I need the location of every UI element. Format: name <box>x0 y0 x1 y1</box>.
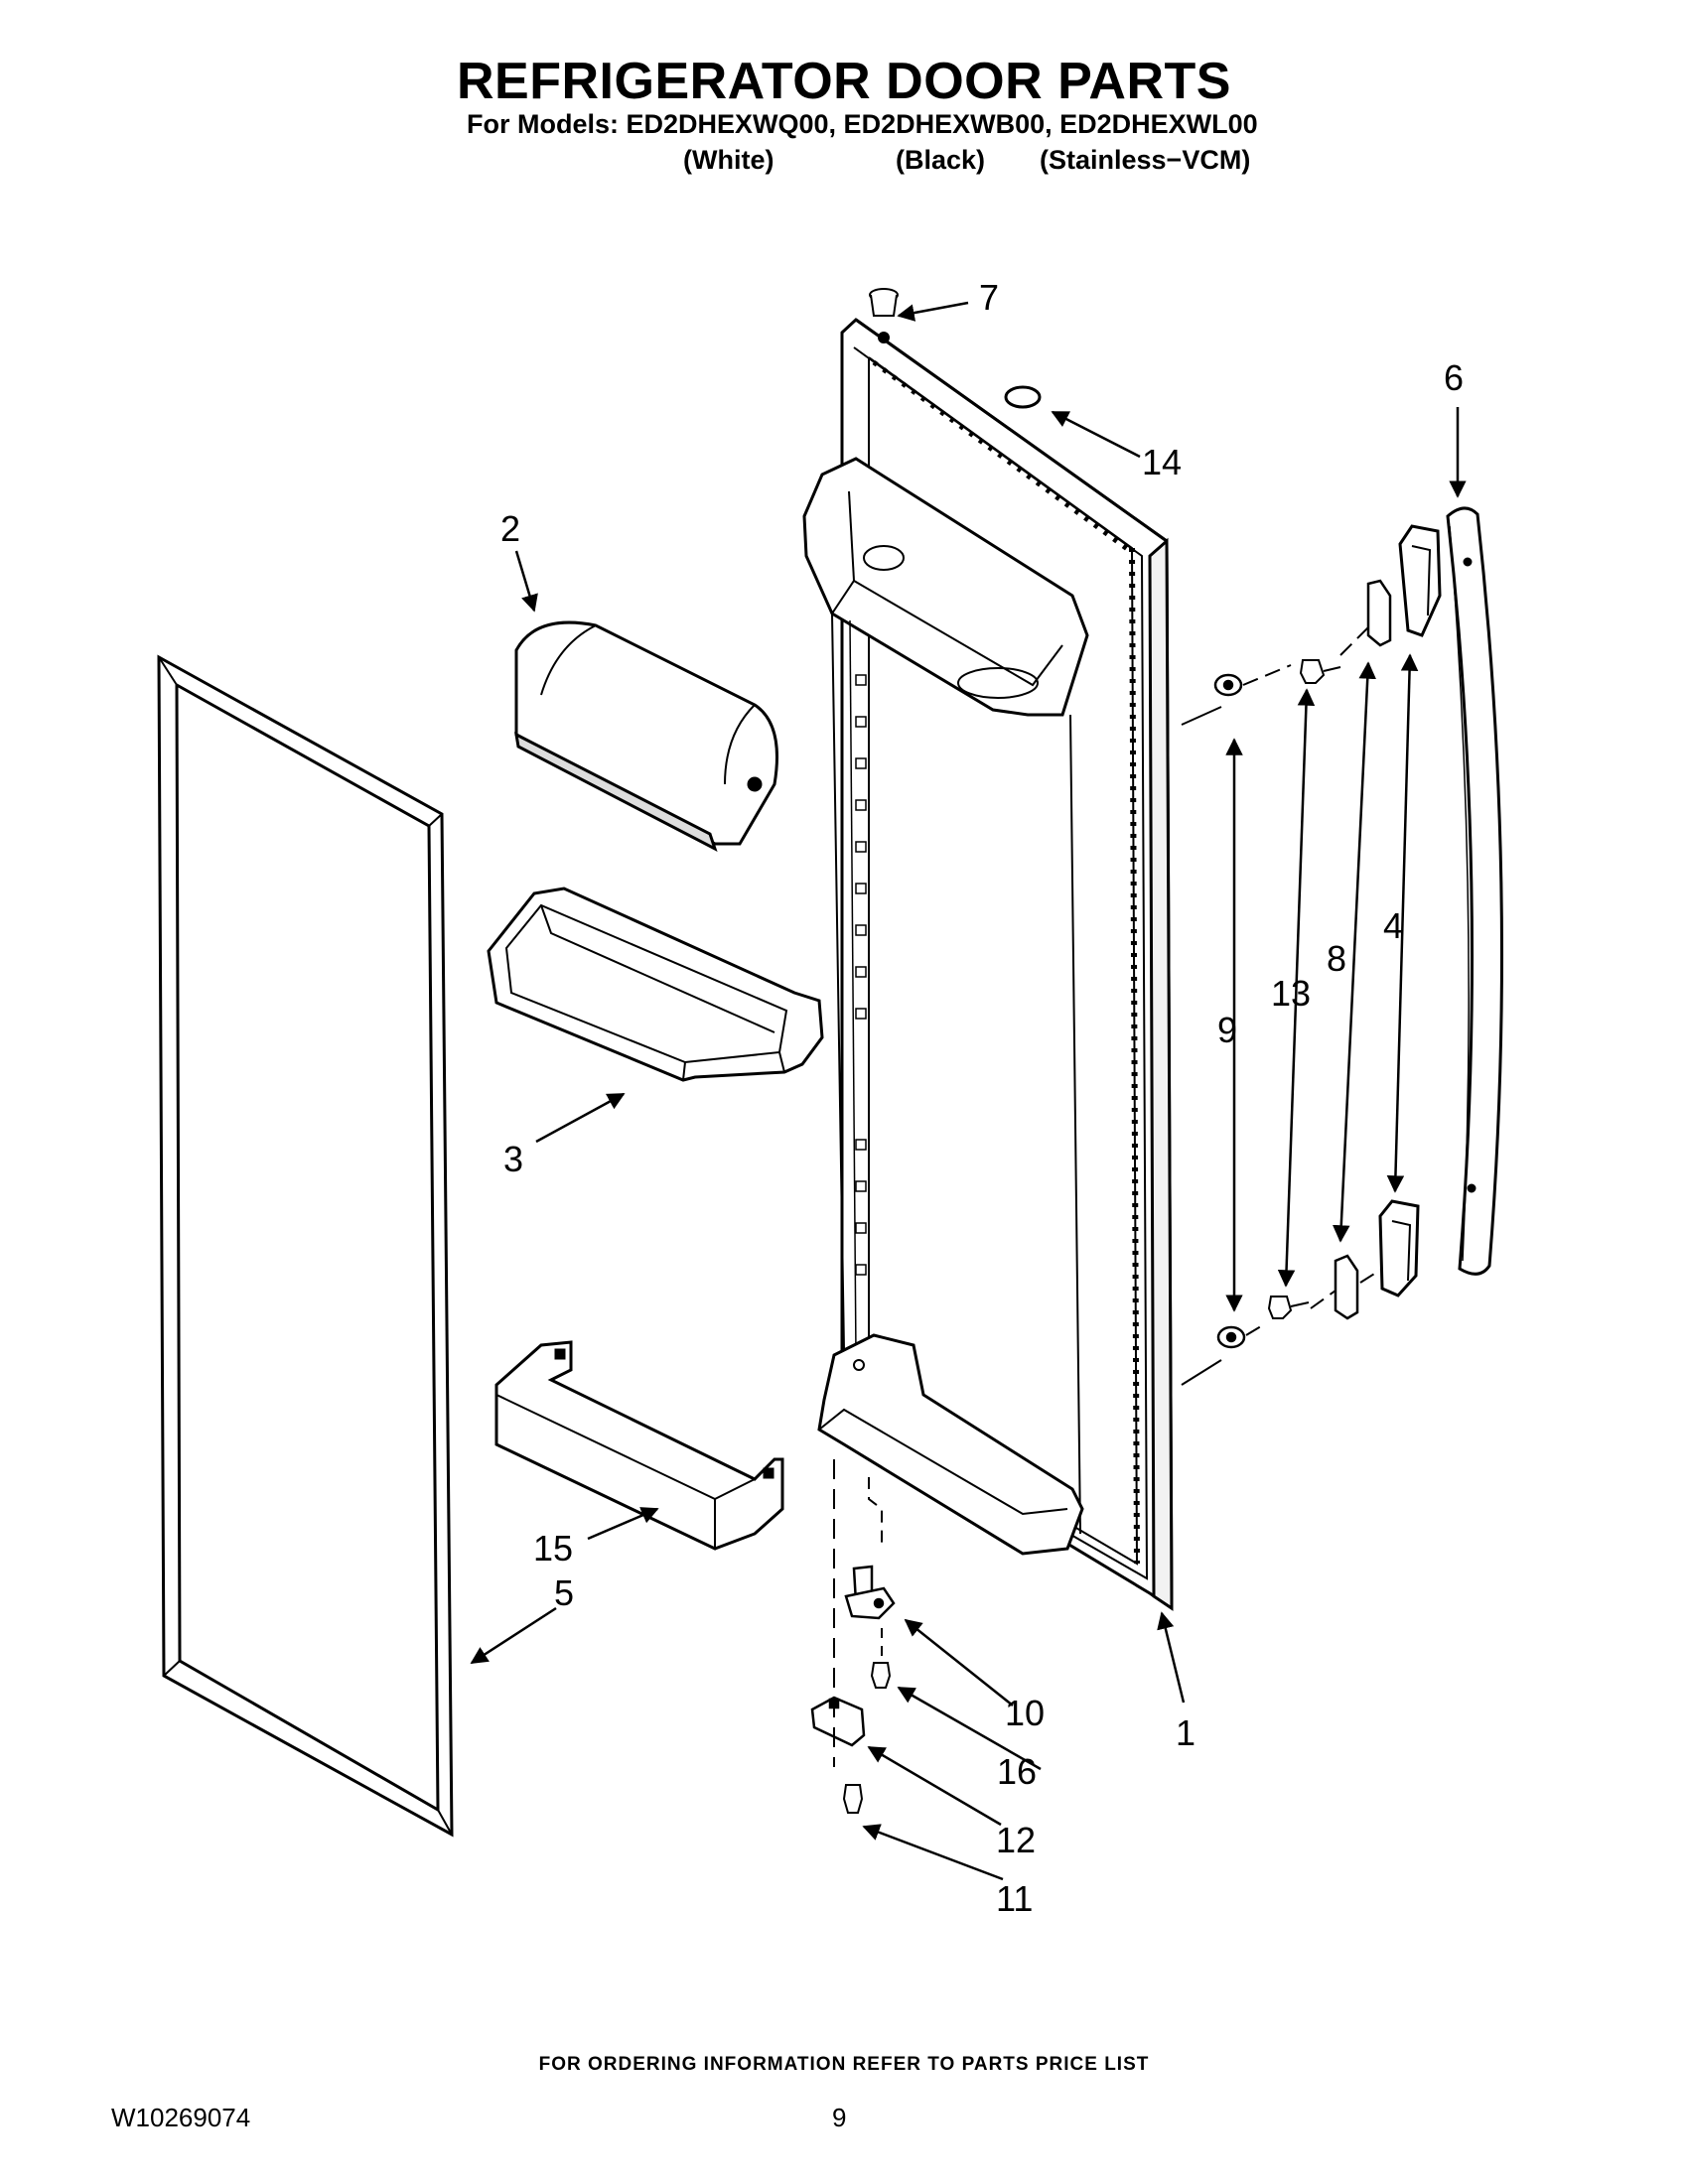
double-arrows <box>1225 653 1419 1312</box>
handle-screw-part <box>1267 659 1341 1319</box>
page-number: 9 <box>832 2103 847 2132</box>
top-plug-part <box>869 288 899 343</box>
variant-white: (White) <box>683 145 774 175</box>
callout-4: 4 <box>1383 905 1403 946</box>
hinge-bracket-part <box>810 1696 866 1747</box>
callout-13: 13 <box>1271 973 1311 1014</box>
callout-9: 9 <box>1217 1010 1237 1050</box>
page-title: REFRIGERATOR DOOR PARTS <box>457 53 1231 110</box>
callout-5: 5 <box>554 1572 574 1613</box>
door-assembly-part <box>802 318 1174 1611</box>
handle-bracket-part <box>1334 579 1392 1320</box>
handle-spacer-part <box>1213 673 1246 1349</box>
callout-12: 12 <box>996 1820 1036 1860</box>
dairy-door-part <box>514 620 778 853</box>
callout-7: 7 <box>979 277 999 318</box>
ordering-note: FOR ORDERING INFORMATION REFER TO PARTS … <box>538 2054 1150 2075</box>
bracket-screw-part <box>842 1784 864 1814</box>
callout-6: 6 <box>1444 357 1464 398</box>
variant-black: (Black) <box>896 145 986 175</box>
hinge-screw-part <box>870 1662 892 1689</box>
callout-1: 1 <box>1176 1712 1196 1753</box>
shelf-rail-part <box>494 1340 784 1551</box>
callout-8: 8 <box>1327 938 1346 979</box>
variant-stainless: (Stainless−VCM) <box>1040 145 1251 175</box>
callout-15: 15 <box>533 1528 573 1569</box>
document-id: W10269074 <box>111 2103 251 2132</box>
handle-end-cap-part <box>1378 524 1442 1297</box>
callout-16: 16 <box>997 1751 1037 1792</box>
ring-part <box>1004 385 1042 409</box>
callout-2: 2 <box>500 508 520 549</box>
callout-labels: 1 2 3 4 5 6 7 8 9 10 11 12 13 14 15 16 <box>500 277 1464 1919</box>
callout-10: 10 <box>1005 1693 1045 1733</box>
hinge-pin-part <box>844 1565 896 1620</box>
callout-11: 11 <box>996 1878 1033 1919</box>
door-bin-part <box>487 887 824 1082</box>
callout-14: 14 <box>1142 442 1182 482</box>
leader-arrows <box>470 301 1467 1881</box>
door-handle-part <box>1446 506 1503 1276</box>
hinge-assembly-lines <box>833 1459 883 1767</box>
models-line: For Models: ED2DHEXWQ00, ED2DHEXWB00, ED… <box>467 109 1258 139</box>
handle-assembly-lines <box>1181 624 1383 1386</box>
callout-3: 3 <box>503 1139 523 1179</box>
door-gasket-part <box>157 654 454 1838</box>
